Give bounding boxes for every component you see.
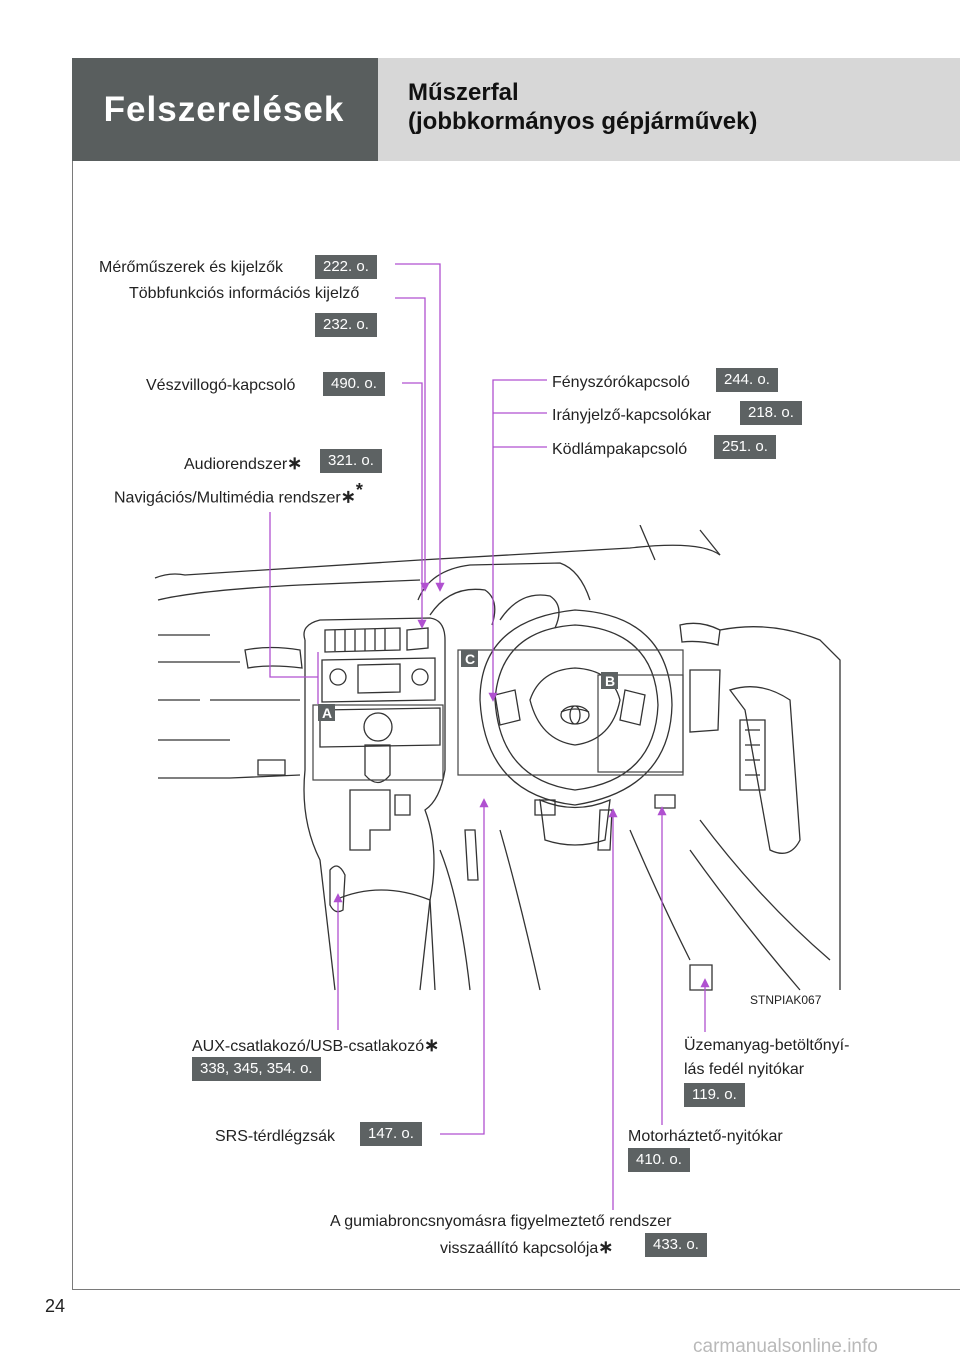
heading-box: Műszerfal (jobbkormányos gépjárművek) <box>378 58 960 161</box>
badge-b-box <box>601 672 618 689</box>
audio-screen <box>357 663 401 694</box>
section-title: Felszerelések <box>103 89 345 129</box>
ref-hazard: 490. o. <box>323 372 385 396</box>
center-stack <box>303 617 446 991</box>
steering-switch-right <box>619 689 646 726</box>
left-pedal <box>464 829 479 881</box>
door-lower-contour <box>689 819 831 991</box>
center-vents <box>324 627 401 653</box>
label-aux-usb-text: AUX-csatlakozó/USB-csatlakozó <box>192 1038 425 1055</box>
ref-gauges: 222. o. <box>315 255 377 279</box>
windshield-edge <box>639 525 721 561</box>
gear-selector <box>364 744 391 784</box>
ref-knee-airbag: 147. o. <box>360 1122 422 1146</box>
page-title-line1: Műszerfal <box>408 79 519 106</box>
door-panel <box>719 626 841 990</box>
audio-knob-left <box>329 668 347 686</box>
hazard-switch <box>406 627 429 651</box>
right-dash-panel <box>689 669 721 733</box>
page-number: 24 <box>45 1296 66 1316</box>
badge-c-box <box>461 650 478 667</box>
cluster-hood <box>417 562 591 601</box>
steering-switch-left <box>494 689 521 726</box>
ref-headlight: 244. o. <box>716 368 778 392</box>
label-fuel-door-line2: lás fedél nyitókar <box>684 1061 805 1078</box>
inset-box-a <box>312 704 444 781</box>
label-gauges: Mérőműszerek és kijelzők <box>99 259 284 276</box>
steering-column <box>539 798 611 846</box>
toyota-logo-icon <box>560 705 590 725</box>
label-fuel-door-line1: Üzemanyag-betöltőnyí- <box>684 1037 850 1054</box>
inset-box-b <box>597 674 684 773</box>
dash-top-edge-2 <box>157 579 421 601</box>
audio-asterisk: ∗ <box>287 453 303 473</box>
audio-unit <box>321 657 436 703</box>
label-navigation-text: Navigációs/Multimédia rendszer <box>114 489 341 507</box>
page-frame-bottom <box>72 1289 960 1290</box>
tpms-asterisk: ∗ <box>598 1237 614 1257</box>
label-tpms-line2: visszaállító kapcsolója∗ <box>440 1237 613 1259</box>
label-hood-release: Motorháztető-nyitókar <box>628 1128 783 1145</box>
section-tab: Felszerelések <box>72 58 376 161</box>
page-header: Felszerelések Műszerfal (jobbkormányos g… <box>72 58 960 161</box>
steering-hub <box>529 667 621 746</box>
ref-fog-light: 251. o. <box>714 435 776 459</box>
label-audio-text: Audiorendszer <box>184 456 288 473</box>
ref-hood-release: 410. o. <box>628 1148 690 1172</box>
climate-panel <box>319 707 441 748</box>
ref-tpms: 433. o. <box>645 1233 707 1257</box>
fuel-door-lever <box>689 964 713 991</box>
ref-fuel-door: 119. o. <box>684 1083 745 1107</box>
aux-usb-asterisk: ∗ <box>424 1035 440 1055</box>
label-navigation: Navigációs/Multimédia rendszer∗* <box>114 480 363 508</box>
label-audio: Audiorendszer∗ <box>184 453 302 475</box>
label-fog-light: Ködlámpakapcsoló <box>552 441 688 458</box>
glovebox-handle <box>257 759 286 776</box>
badge-a: A <box>322 705 332 721</box>
figure-code: STNPIAK067 <box>750 993 822 1007</box>
ref-audio: 321. o. <box>320 449 382 473</box>
watermark: carmanualsonline.info <box>693 1336 878 1357</box>
label-turn-signal: Irányjelző-kapcsolókar <box>552 407 712 424</box>
label-headlight: Fényszórókapcsoló <box>552 374 690 391</box>
left-vent <box>244 646 303 669</box>
badge-a-box <box>318 704 335 721</box>
ref-turn-signal: 218. o. <box>740 401 802 425</box>
gear-gate <box>349 789 391 851</box>
cup-holder <box>394 794 411 816</box>
navigation-asterisk: ∗ <box>340 486 356 507</box>
brake-pedal <box>534 799 556 816</box>
label-tpms-line1: A gumiabroncsnyomásra figyelmeztető rend… <box>330 1213 672 1230</box>
climate-knob <box>363 712 393 742</box>
label-hazard: Vészvillogó-kapcsoló <box>146 377 296 394</box>
cluster-gauges <box>429 588 560 629</box>
console-armrest <box>334 889 436 991</box>
hood-release <box>654 794 676 809</box>
dash-left-lines <box>158 634 301 779</box>
label-aux-usb: AUX-csatlakozó/USB-csatlakozó∗ <box>192 1035 439 1057</box>
page-title-line2: (jobbkormányos gépjárművek) <box>408 108 758 135</box>
ref-multi-display: 232. o. <box>315 313 377 337</box>
page-frame-left <box>72 58 73 1290</box>
badge-b: B <box>605 673 615 689</box>
right-vent <box>679 622 721 646</box>
navigation-asterisk-2: * <box>355 480 363 500</box>
window-switches <box>739 719 766 791</box>
accelerator-pedal <box>597 809 613 851</box>
label-multi-display: Többfunkciós információs kijelző <box>129 285 360 302</box>
ref-aux-usb: 338, 345, 354. o. <box>192 1057 321 1081</box>
badge-c: C <box>465 651 475 667</box>
floor-lines <box>439 829 691 991</box>
label-knee-airbag: SRS-térdlégzsák <box>215 1128 336 1145</box>
center-vent-slats <box>334 629 386 651</box>
window-switch-grid <box>745 729 760 776</box>
audio-knob-right <box>411 668 429 686</box>
aux-port <box>329 865 346 913</box>
dash-top-edge <box>154 544 721 579</box>
dashboard-illustration: A C B <box>154 525 841 991</box>
label-tpms-text: visszaállító kapcsolója <box>440 1240 599 1257</box>
